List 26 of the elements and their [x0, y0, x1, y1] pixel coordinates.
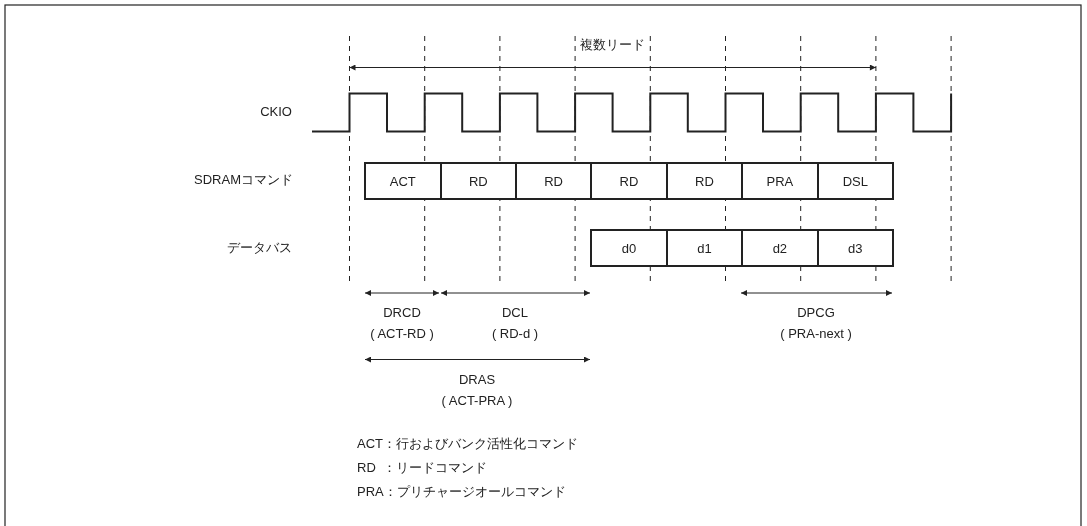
command-cell: PRA: [741, 162, 819, 200]
command-cell: DSL: [816, 162, 894, 200]
data-cell: d0: [590, 229, 668, 267]
timing-name: DRCD: [383, 305, 421, 321]
timing-name: DPCG: [797, 305, 835, 321]
legend-note: RD ：リードコマンド: [357, 460, 487, 476]
legend-note: PRA：プリチャージオールコマンド: [357, 484, 566, 500]
command-cell: ACT: [364, 162, 442, 200]
timing-name: DCL: [502, 305, 528, 321]
command-cell: RD: [590, 162, 668, 200]
timing-note: ( ACT-RD ): [370, 326, 434, 342]
data-cell: d1: [665, 229, 744, 267]
command-cell: RD: [665, 162, 744, 200]
signal-name: データバス: [227, 240, 292, 256]
legend-note: ACT：行およびバンク活性化コマンド: [357, 436, 578, 452]
timing-name: DRAS: [458, 372, 496, 388]
data-cell: d2: [741, 229, 819, 267]
timing-note: ( ACT-PRA ): [441, 393, 513, 409]
command-cell: RD: [515, 162, 593, 200]
signal-name: CKIO: [260, 104, 292, 120]
timing-note: ( RD-d ): [491, 326, 539, 342]
command-cell: RD: [439, 162, 517, 200]
dimension-label: 複数リード: [579, 37, 645, 53]
timing-note: ( PRA-next ): [780, 326, 852, 342]
signal-name: SDRAMコマンド: [194, 172, 293, 188]
data-cell: d3: [816, 229, 894, 267]
